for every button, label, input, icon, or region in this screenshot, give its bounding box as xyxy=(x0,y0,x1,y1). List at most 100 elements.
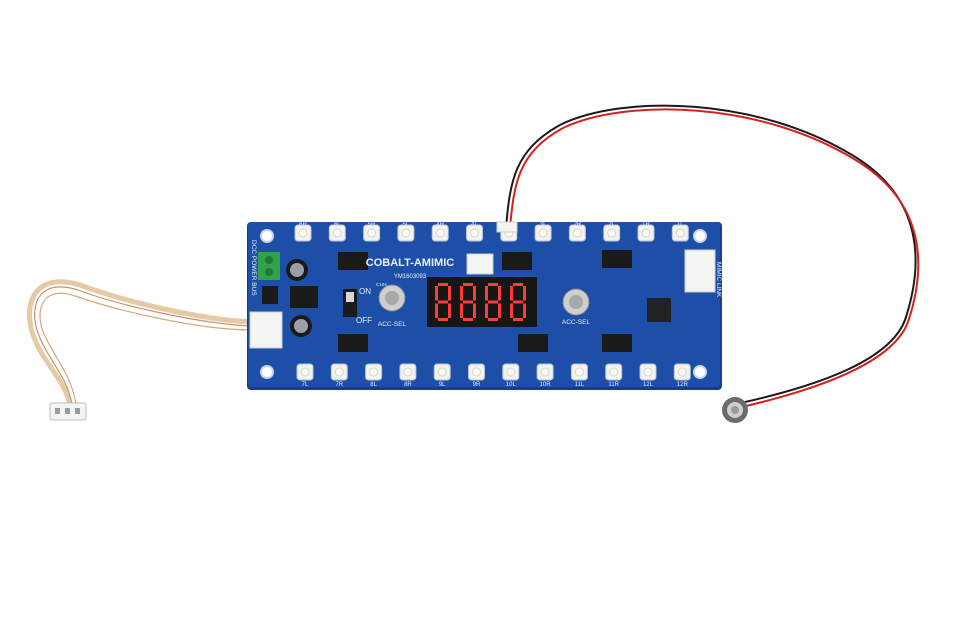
led: 9R xyxy=(468,363,485,388)
led: 12L xyxy=(639,363,657,388)
switch-off-label: OFF xyxy=(356,316,372,325)
led: 6R xyxy=(294,222,312,242)
ic-chip xyxy=(338,334,368,352)
power-switch[interactable] xyxy=(343,289,357,317)
led-lens xyxy=(298,228,308,238)
led-lens xyxy=(538,228,548,238)
led: 11L xyxy=(570,363,588,388)
power-connector xyxy=(249,311,283,349)
mount-hole xyxy=(693,365,707,379)
led-label: 1R xyxy=(642,222,650,228)
led-lens xyxy=(334,367,344,377)
led-lens xyxy=(540,367,550,377)
ic-chip xyxy=(518,334,548,352)
led-label: 9L xyxy=(439,382,446,388)
led-lens xyxy=(607,228,617,238)
segment xyxy=(463,283,473,286)
segment xyxy=(485,303,488,318)
segment xyxy=(513,283,523,286)
segment xyxy=(498,286,501,301)
segment xyxy=(473,303,476,318)
led-label: 6R xyxy=(299,222,307,228)
ic-chip xyxy=(602,334,632,352)
segment xyxy=(463,300,473,304)
acc-sel-button-right[interactable] xyxy=(562,288,590,316)
segment xyxy=(463,318,473,321)
segment xyxy=(510,286,513,301)
led-label: 3L xyxy=(540,222,547,228)
mount-hole xyxy=(693,229,707,243)
led: 7L xyxy=(296,363,314,388)
led: 9L xyxy=(433,363,451,388)
led-lens xyxy=(470,228,479,238)
microcontroller xyxy=(647,298,671,322)
segment xyxy=(438,318,448,321)
sensor-cable xyxy=(505,104,920,407)
segment xyxy=(510,303,513,318)
sensor-disc xyxy=(722,397,748,423)
led-lens xyxy=(369,367,379,377)
led: 10L xyxy=(502,363,520,388)
led-lens xyxy=(609,367,619,377)
led-label: 4R xyxy=(436,222,444,228)
display-digit xyxy=(485,283,501,321)
led: 1L xyxy=(671,222,689,242)
ic-chips xyxy=(262,250,671,352)
led: 5L xyxy=(397,222,415,242)
segment xyxy=(513,318,523,321)
led-label: 10R xyxy=(540,382,552,388)
mimic-link-connector xyxy=(684,249,716,293)
led-lens xyxy=(401,228,411,238)
segment xyxy=(485,286,488,301)
led: 7R xyxy=(330,363,348,388)
led-label: 2L xyxy=(608,222,615,228)
led: 1R xyxy=(637,222,655,242)
top-led-row: 6R6L5R5L4R4L3R3L2R2L1R1L xyxy=(294,222,689,242)
aux-connector xyxy=(466,253,494,275)
led: 6L xyxy=(328,222,346,242)
ic-chip xyxy=(338,252,368,270)
power-bus-label: DCC POWER BUS xyxy=(250,240,257,296)
led: 10R xyxy=(536,363,554,388)
segment xyxy=(435,286,438,301)
segment xyxy=(523,303,526,318)
led-lens xyxy=(300,367,310,377)
led-label: 11L xyxy=(575,382,585,388)
led-lens xyxy=(437,367,447,377)
segment xyxy=(438,283,448,286)
segment xyxy=(460,303,463,318)
led-lens xyxy=(675,228,685,238)
acc-sel-label-right: ACC-SEL xyxy=(562,319,591,326)
led: 11R xyxy=(605,363,623,388)
board-serial: YM1603093 xyxy=(394,274,427,280)
led-label: 11R xyxy=(608,382,619,388)
seven-segment-display xyxy=(427,277,537,327)
cable-plug xyxy=(49,402,87,421)
ic-chip xyxy=(602,250,632,268)
led: 4R xyxy=(431,222,449,242)
led-label: 5R xyxy=(368,222,376,228)
acc-sel-button-left[interactable] xyxy=(378,284,406,312)
led-lens xyxy=(403,367,413,377)
led-lens xyxy=(643,367,653,377)
led: 2R xyxy=(568,222,586,242)
mount-hole xyxy=(260,365,274,379)
segment xyxy=(438,300,448,304)
led-lens xyxy=(677,367,687,377)
ic-chip xyxy=(502,252,532,270)
led-label: 7L xyxy=(302,382,309,388)
led: 12R xyxy=(673,363,691,388)
led-label: 12R xyxy=(677,382,689,388)
dcc-terminal xyxy=(258,252,280,280)
led-lens xyxy=(435,228,445,238)
led: 2L xyxy=(603,222,621,242)
segment xyxy=(473,286,476,301)
mimic-link-label: MIMIC LINK xyxy=(715,262,722,298)
switch-on-label: ON xyxy=(359,287,371,296)
segment xyxy=(488,318,498,321)
diode xyxy=(262,286,278,304)
led-lens xyxy=(574,367,584,377)
led: 8R xyxy=(399,363,417,388)
connectors xyxy=(249,221,716,349)
